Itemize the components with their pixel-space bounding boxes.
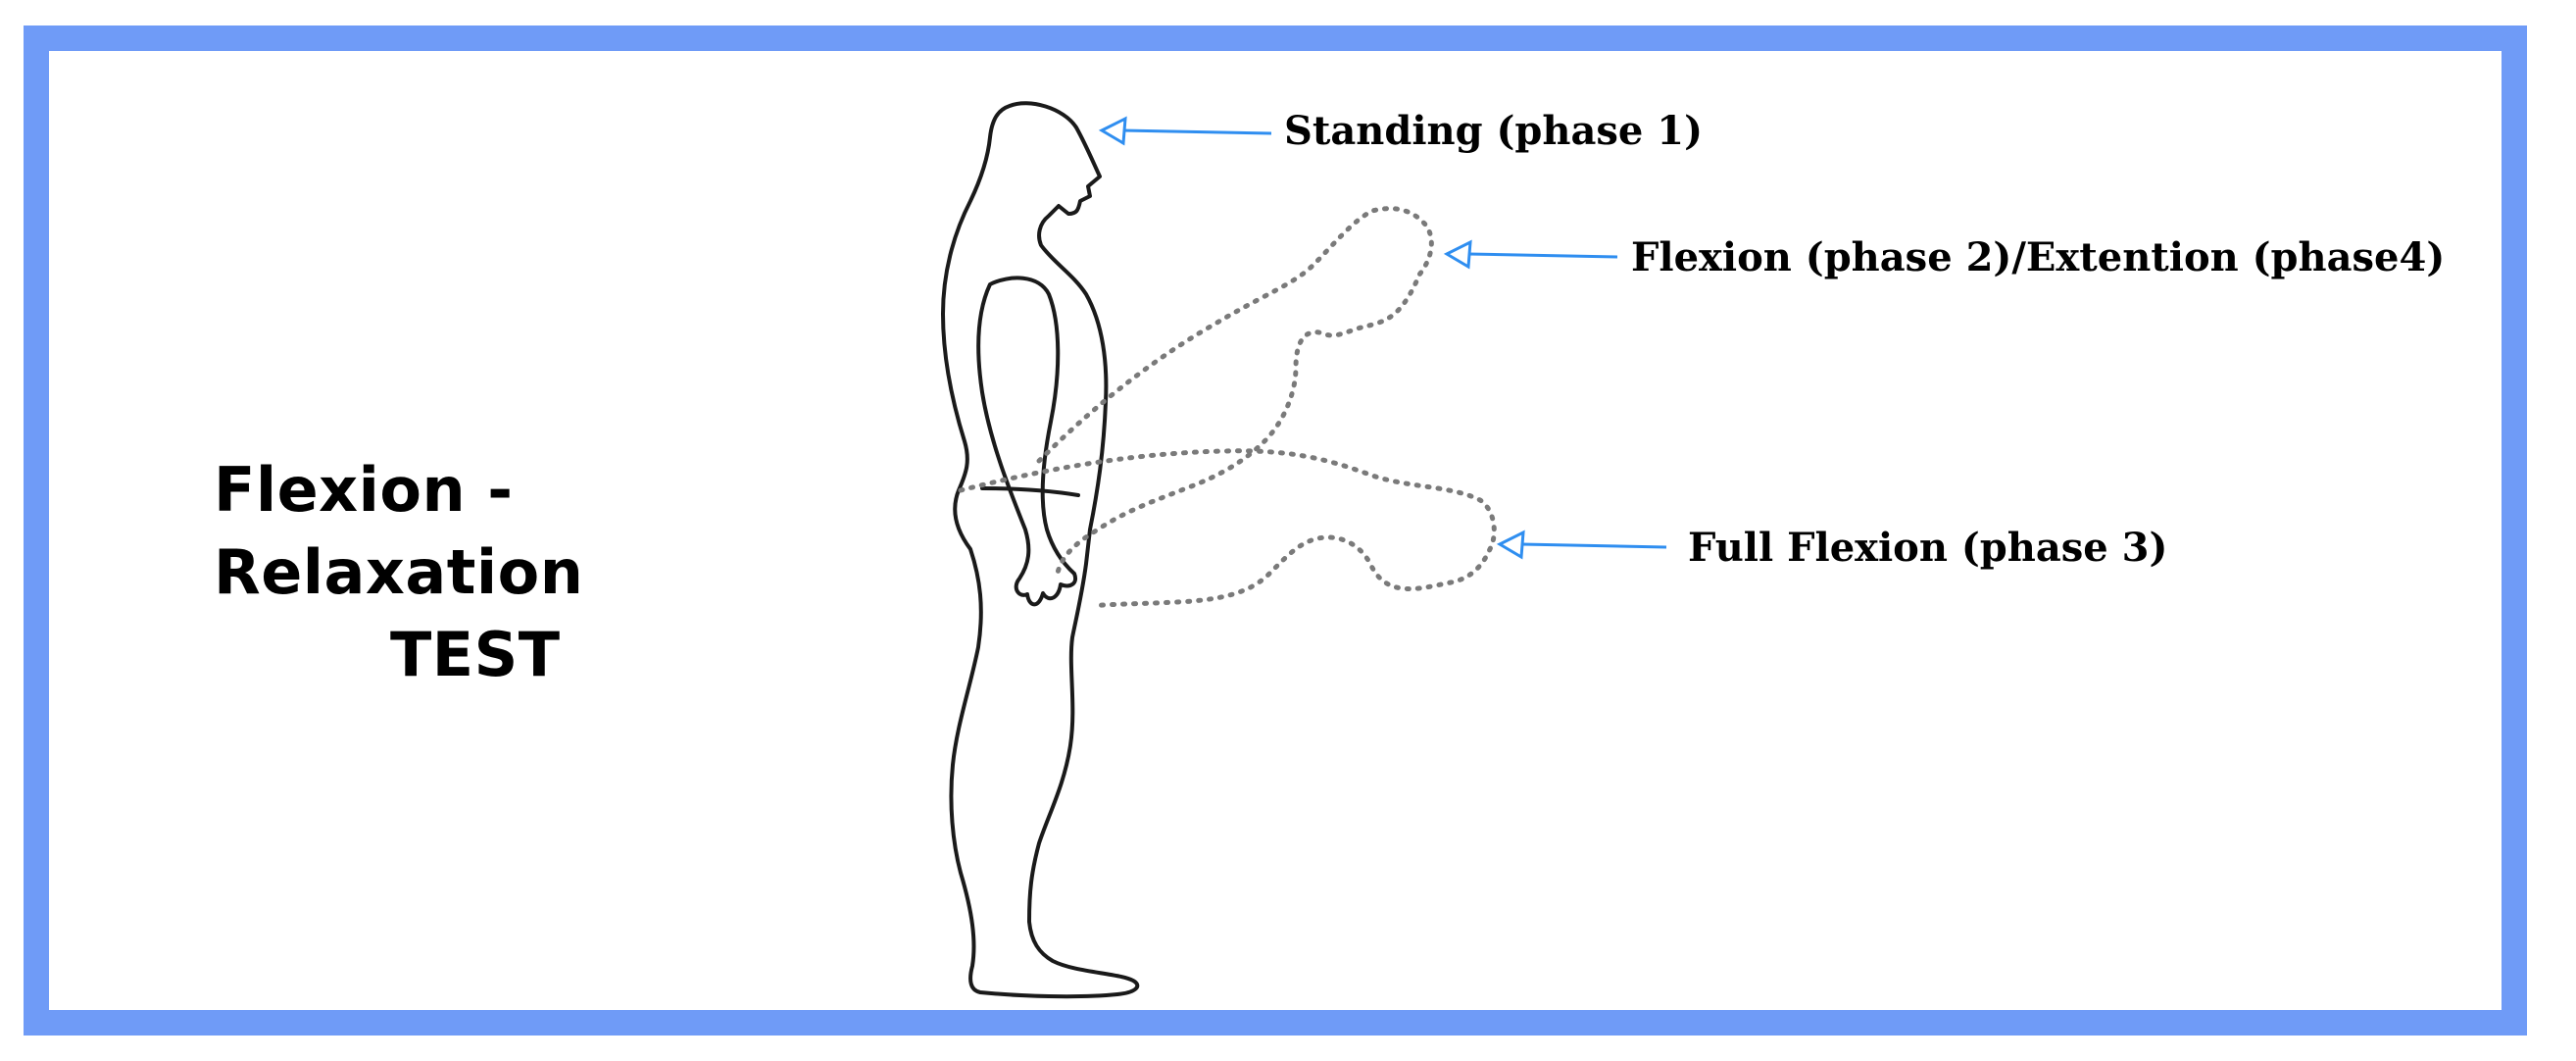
flexion-arrow-line [1467,252,1618,259]
flexion-figure [1036,206,1434,581]
full-flexion-arrow [1496,530,1667,560]
diagram-title: Flexion - Relaxation TEST [214,449,900,696]
standing-arm-outline [976,276,1077,607]
title-line-2: TEST [390,619,561,690]
standing-label: Standing (phase 1) [1284,108,1703,154]
standing-arrow [1098,116,1272,146]
diagram-frame [24,25,2527,1036]
standing-arrowhead [1098,116,1127,146]
flexion-arrow [1443,239,1618,270]
flexion-arrowhead [1443,239,1472,270]
flexion-back-outline [1036,206,1434,581]
full-flexion-outline [958,448,1497,609]
standing-body-outline [941,101,1140,999]
standing-figure [941,101,1140,999]
full-flexion-figure [958,448,1497,609]
title-line-1: Flexion - Relaxation [214,454,584,608]
standing-buttock-line [980,486,1080,497]
full-flexion-arrow-line [1520,542,1667,549]
flexion-extension-label: Flexion (phase 2)/Extention (phase4) [1631,234,2445,280]
full-flexion-label: Full Flexion (phase 3) [1688,525,2167,571]
standing-arrow-line [1121,128,1272,135]
full-flexion-arrowhead [1496,530,1525,560]
